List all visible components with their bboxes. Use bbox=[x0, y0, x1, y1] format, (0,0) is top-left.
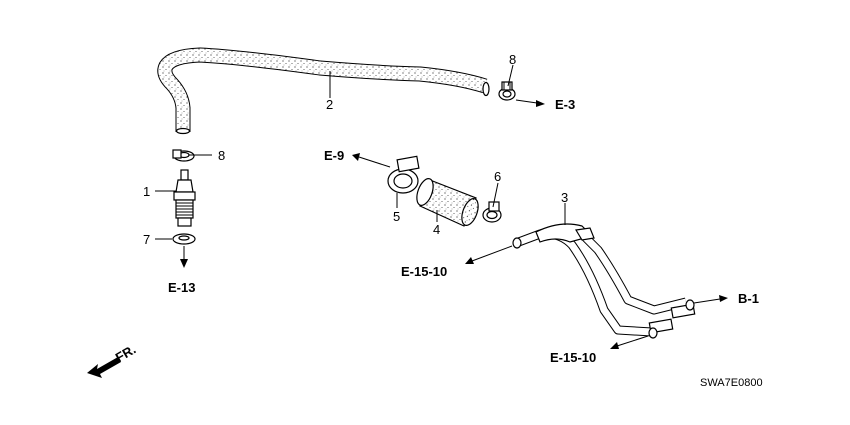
ref-e15-10-lower: E-15-10 bbox=[550, 350, 596, 365]
callout-2: 2 bbox=[326, 97, 333, 112]
hose-clamp-part-5 bbox=[387, 155, 420, 194]
hose-clamp-upper bbox=[498, 81, 516, 101]
ref-e9: E-9 bbox=[324, 148, 344, 163]
diagram-code: SWA7E0800 bbox=[700, 377, 763, 389]
short-hose-part-4 bbox=[416, 178, 479, 227]
callout-4: 4 bbox=[433, 222, 440, 237]
callout-5: 5 bbox=[393, 209, 400, 224]
callout-8-upper: 8 bbox=[509, 52, 516, 67]
ref-e13: E-13 bbox=[168, 280, 195, 295]
pipe-assembly-part-3 bbox=[512, 223, 696, 339]
ref-e3: E-3 bbox=[555, 97, 575, 112]
callout-7: 7 bbox=[143, 232, 150, 247]
front-arrow-icon bbox=[87, 357, 121, 378]
callout-8-lower: 8 bbox=[218, 148, 225, 163]
ref-b1: B-1 bbox=[738, 291, 759, 306]
pcv-valve-part-1 bbox=[173, 169, 196, 227]
leader-lines bbox=[155, 64, 566, 240]
hose-clamp-part-6 bbox=[482, 201, 502, 223]
callout-3: 3 bbox=[561, 190, 568, 205]
washer-part-7 bbox=[172, 233, 196, 245]
ref-e15-10-upper: E-15-10 bbox=[401, 264, 447, 279]
callout-1: 1 bbox=[143, 184, 150, 199]
hose-part-2 bbox=[157, 47, 490, 135]
callout-6: 6 bbox=[494, 169, 501, 184]
direction-arrows bbox=[180, 99, 728, 349]
hose-clamp-lower bbox=[172, 149, 195, 162]
